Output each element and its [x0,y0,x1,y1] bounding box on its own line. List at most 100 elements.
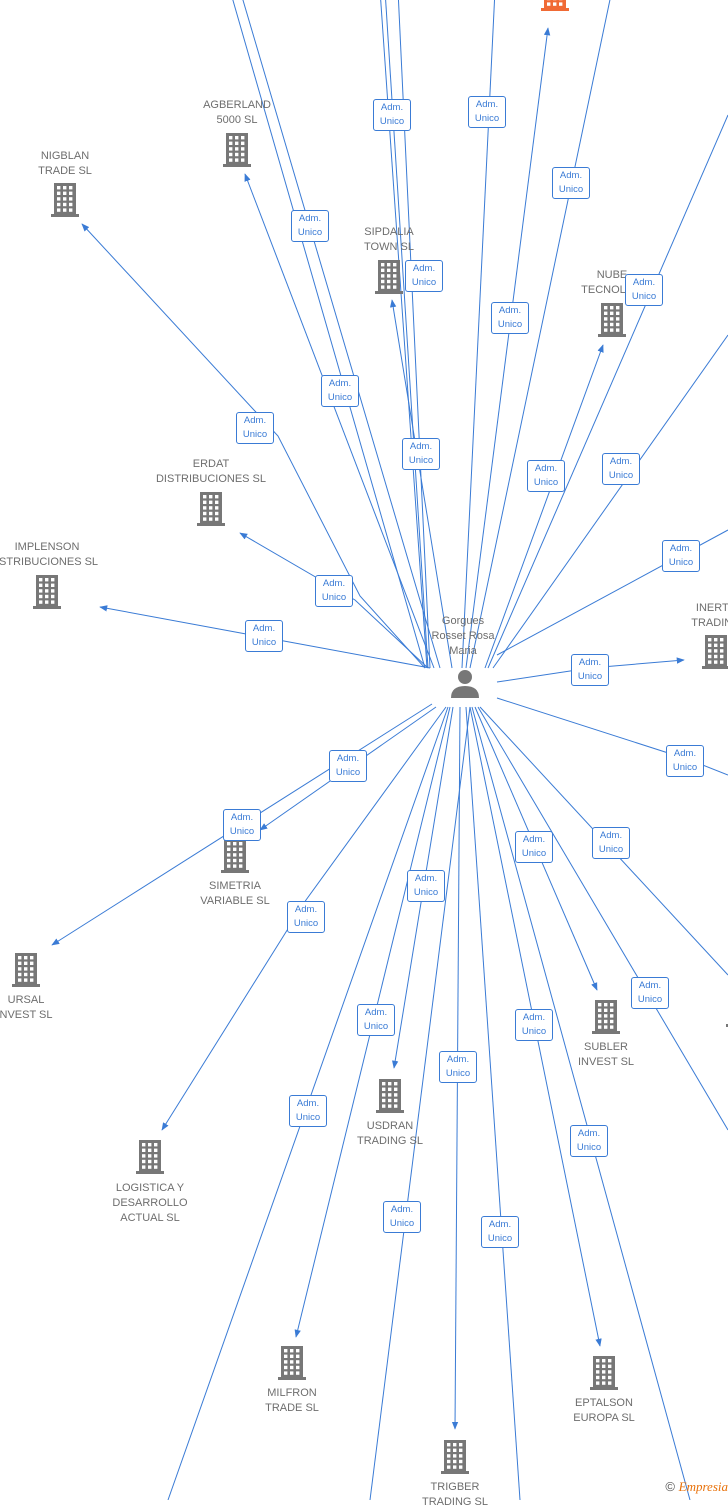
building-icon[interactable] [278,1346,306,1380]
relation-badge-text: Unico [358,1020,394,1034]
relation-badge-text: Adm. [330,752,366,766]
relation-badge-text: Unico [374,115,410,129]
relation-badge[interactable]: Adm.Unico [287,901,325,933]
relation-badge[interactable]: Adm.Unico [357,1004,395,1036]
relation-badge-text: Unico [330,766,366,780]
relation-badge-text: Unico [603,469,639,483]
relation-badge-text: Unico [492,318,528,332]
relation-badge[interactable]: Adm.Unico [291,210,329,242]
relation-badge[interactable]: Adm.Unico [662,540,700,572]
relation-badge[interactable]: Adm.Unico [245,620,283,652]
relation-badge[interactable]: Adm.Unico [515,831,553,863]
company-name-line: INERTE [691,601,728,616]
relation-badge-text: Adm. [593,829,629,843]
relation-badge[interactable]: Adm.Unico [407,870,445,902]
relation-badge-text: Unico [403,454,439,468]
relation-badge-text: Unico [572,670,608,684]
company-name-line: SUBLER [578,1040,634,1055]
relation-badge[interactable]: Adm.Unico [592,827,630,859]
person-icon[interactable] [451,670,479,698]
relation-badge-text: Adm. [492,304,528,318]
center-person-name: Gorgues Rosset Rosa Maria [432,614,495,659]
company-name-line: TRIGBER [422,1480,488,1495]
company-name-line: SIMETRIA [200,879,270,894]
relation-badge[interactable]: Adm.Unico [570,1125,608,1157]
relation-badge-text: Unico [593,843,629,857]
building-icon[interactable] [702,635,728,669]
relation-badge[interactable]: Adm.Unico [468,96,506,128]
relation-badge[interactable]: Adm.Unico [236,412,274,444]
relation-badge[interactable]: Adm.Unico [527,460,565,492]
relation-badge-text: Unico [290,1111,326,1125]
company-name-line: VARIABLE SL [200,894,270,909]
relation-badge[interactable]: Adm.Unico [666,745,704,777]
building-icon[interactable] [376,1079,404,1113]
relation-badge-text: Adm. [237,414,273,428]
company-name-inerte[interactable]: INERTETRADING [691,601,728,631]
building-icon[interactable] [136,1140,164,1174]
relation-badge-text: Unico [667,761,703,775]
building-icon[interactable] [221,839,249,873]
relation-badge[interactable]: Adm.Unico [329,750,367,782]
building-icon[interactable] [33,575,61,609]
relation-badge[interactable]: Adm.Unico [491,302,529,334]
relation-badge-text: Adm. [403,440,439,454]
relation-badge[interactable]: Adm.Unico [602,453,640,485]
relation-badge[interactable]: Adm.Unico [383,1201,421,1233]
relation-badge-text: Unico [316,591,352,605]
building-icon[interactable] [541,0,569,11]
relation-badge-text: Unico [482,1232,518,1246]
relation-badge[interactable]: Adm.Unico [571,654,609,686]
relation-badge[interactable]: Adm.Unico [625,274,663,306]
building-icon[interactable] [375,260,403,294]
relation-badge[interactable]: Adm.Unico [321,375,359,407]
relation-badge[interactable]: Adm.Unico [631,977,669,1009]
relation-badge[interactable]: Adm.Unico [481,1216,519,1248]
relation-badge-text: Adm. [290,1097,326,1111]
relation-badge[interactable]: Adm.Unico [515,1009,553,1041]
relation-badge-text: Unico [516,1025,552,1039]
relation-edge [472,707,690,1500]
building-icon[interactable] [12,953,40,987]
building-icon[interactable] [598,303,626,337]
relation-badge[interactable]: Adm.Unico [373,99,411,131]
relation-badge[interactable]: Adm.Unico [289,1095,327,1127]
relation-badge-text: Unico [408,886,444,900]
company-name-line: 5000 SL [203,113,271,128]
relation-badge[interactable]: Adm.Unico [223,809,261,841]
relation-badge[interactable]: Adm.Unico [552,167,590,199]
relation-badge[interactable]: Adm.Unico [405,260,443,292]
relation-badge[interactable]: Adm.Unico [402,438,440,470]
relation-badge-text: Unico [469,112,505,126]
center-name-line-1: Gorgues [432,614,495,629]
building-icon[interactable] [592,1000,620,1034]
copyright-symbol: © [665,1479,675,1494]
relation-badge-text: Adm. [292,212,328,226]
company-name-line: TRADE SL [38,164,92,179]
relation-badge[interactable]: Adm.Unico [439,1051,477,1083]
relation-badge-text: Adm. [358,1006,394,1020]
relation-edge [466,707,520,1500]
building-icon[interactable] [441,1440,469,1474]
company-name-line: DISTRIBUCIONES SL [156,472,266,487]
relation-badge-text: Unico [224,825,260,839]
relation-badge-text: Adm. [553,169,589,183]
relation-badge[interactable]: Adm.Unico [315,575,353,607]
building-icon[interactable] [590,1356,618,1390]
building-icon[interactable] [197,492,225,526]
building-icon[interactable] [223,133,251,167]
building-icon[interactable] [51,183,79,217]
